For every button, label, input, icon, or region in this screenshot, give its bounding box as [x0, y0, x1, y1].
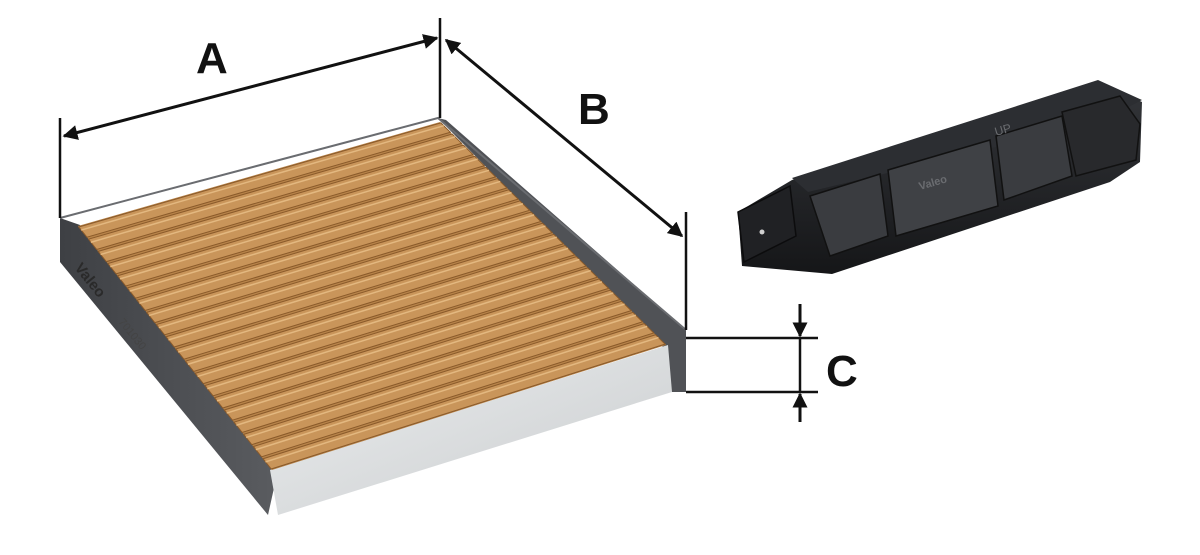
dimension-a: A — [58, 18, 442, 218]
filter-housing-lid: Valeo UP — [737, 80, 1142, 274]
filter-pleat-highlight — [255, 325, 648, 451]
lid-tab-left — [737, 184, 797, 264]
filter-pleat-highlight — [110, 158, 478, 268]
filter-pleats — [77, 122, 667, 470]
filter-pleat — [174, 233, 565, 360]
dimension-a-label: A — [196, 34, 228, 83]
filter-pleat — [233, 300, 633, 434]
dimension-c: C — [686, 304, 858, 422]
filter-pleat-highlight — [168, 225, 546, 341]
filter-pleat-highlight — [90, 136, 456, 243]
cabin-filter: Valeo 701030 — [59, 116, 687, 515]
filter-pleat-highlight — [245, 314, 637, 439]
filter-pleat-highlight — [236, 303, 625, 426]
filter-pleat-highlight — [100, 147, 467, 256]
lid-up-mark: UP — [993, 121, 1013, 139]
filter-pleat-highlight — [197, 258, 580, 378]
filter-pleat-highlight — [226, 292, 614, 414]
filter-pleat — [242, 311, 644, 446]
dimension-b-label: B — [578, 85, 610, 134]
filter-carbon-layer — [270, 345, 672, 515]
filter-pleat-highlight — [187, 247, 569, 365]
dimension-c-label: C — [826, 347, 858, 396]
filter-pleat — [184, 244, 576, 373]
dimension-a-arrow — [62, 34, 439, 140]
lid-compartment-2 — [887, 139, 999, 237]
filter-pleat — [194, 256, 587, 385]
dimension-b: B — [444, 38, 688, 330]
filter-pleat-highlight — [129, 180, 501, 292]
filter-pleat — [252, 323, 655, 458]
lid-compartment-3 — [995, 115, 1073, 202]
filter-pleat-highlight — [81, 124, 444, 231]
filter-pleat-highlight — [216, 281, 603, 402]
dimension-b-arrow — [444, 38, 684, 238]
filter-frame-left-side — [60, 218, 278, 515]
filter-pleat-highlight — [119, 169, 490, 280]
lid-tab-hole — [759, 229, 765, 235]
lid-compartment-1 — [809, 173, 889, 257]
filter-pleat — [213, 278, 610, 409]
filter-pleat-highlight — [207, 269, 591, 390]
filter-pleat — [223, 289, 621, 421]
filter-pleat — [262, 334, 667, 470]
filter-pleat — [204, 267, 599, 397]
filter-pleat-highlight — [265, 336, 659, 463]
lid-top-face — [792, 80, 1142, 192]
lid-clip-right — [1061, 95, 1141, 177]
filter-pleat-highlight — [178, 236, 557, 353]
